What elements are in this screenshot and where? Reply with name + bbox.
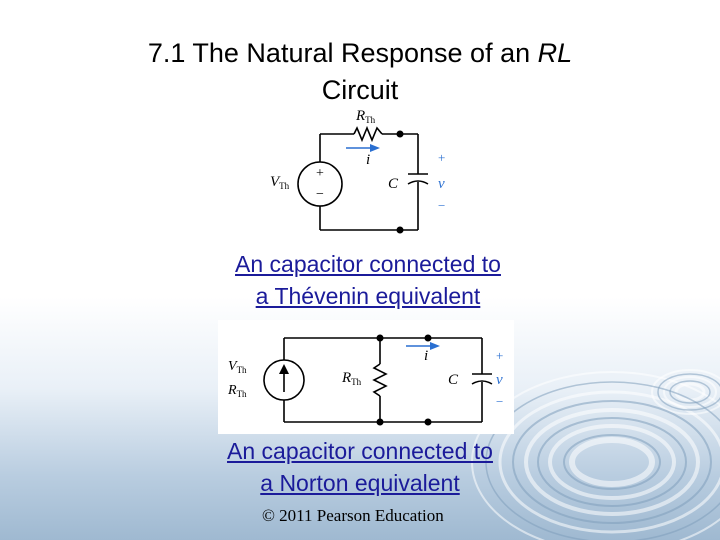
source-label-v: VTh: [228, 359, 247, 375]
thevenin-circuit-diagram: + − RTh i VTh C + v −: [242, 106, 454, 240]
norton-circuit-diagram: i VTh RTh RTh C + v −: [218, 320, 514, 434]
copyright-footer: © 2011 Pearson Education: [262, 506, 444, 525]
source-plus: +: [316, 166, 324, 181]
current-arrowhead: [430, 342, 440, 350]
source-minus: −: [316, 187, 324, 202]
caption-thevenin-line2: a Thévenin equivalent: [255, 283, 481, 309]
terminal-node: [396, 130, 404, 138]
slide-title-line2: Circuit: [321, 75, 399, 105]
voltage-minus: −: [438, 198, 445, 213]
current-arrowhead: [370, 144, 380, 152]
caption-thevenin: An capacitor connected to a Thévenin equ…: [200, 248, 536, 312]
caption-thevenin-line1: An capacitor connected to: [235, 251, 501, 277]
terminal-node: [424, 418, 432, 426]
voltage-minus: −: [496, 394, 503, 409]
current-label: i: [424, 348, 428, 364]
source-arrow: [279, 364, 289, 374]
resistor-label: RTh: [341, 370, 362, 387]
voltage-label: v: [496, 372, 503, 388]
caption-norton: An capacitor connected to a Norton equiv…: [192, 435, 528, 499]
source-label-r: RTh: [227, 383, 247, 399]
voltage-label: v: [438, 176, 445, 192]
caption-norton-line1: An capacitor connected to: [227, 438, 493, 464]
voltage-plus: +: [496, 348, 503, 363]
source-label: VTh: [270, 174, 290, 191]
terminal-node: [396, 226, 404, 234]
voltage-plus: +: [438, 150, 445, 165]
resistor-label: RTh: [355, 108, 376, 125]
terminal-node: [376, 334, 384, 342]
caption-norton-line2: a Norton equivalent: [260, 470, 460, 496]
terminal-node: [376, 418, 384, 426]
current-label: i: [366, 152, 370, 168]
capacitor-label: C: [448, 372, 459, 388]
capacitor-label: C: [388, 176, 399, 192]
terminal-node: [424, 334, 432, 342]
slide-title-line1: 7.1 The Natural Response of an RL: [147, 38, 573, 68]
